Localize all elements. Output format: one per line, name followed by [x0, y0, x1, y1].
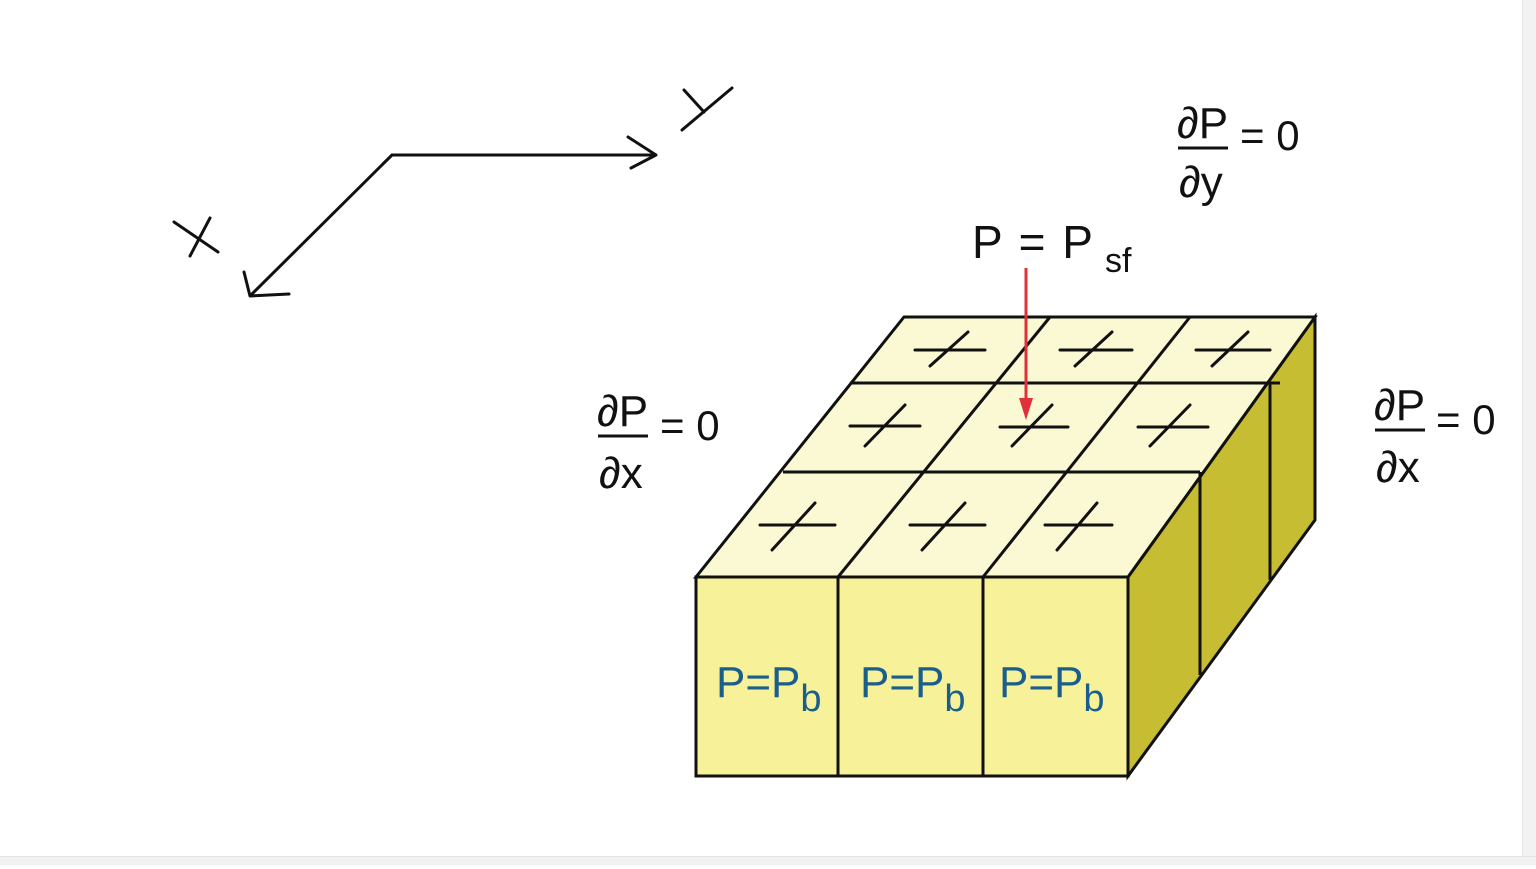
block-front-face — [694, 575, 1130, 778]
cell-mark — [1058, 330, 1134, 368]
bc-dp-dx-right-equals: = 0 — [1436, 396, 1496, 443]
bc-dp-dy-numerator: ∂P — [1177, 99, 1228, 148]
bottom-cell-label-3: P=Pb — [999, 658, 1105, 720]
bottom-cell-label-1: P=Pb — [716, 658, 822, 720]
bc-dp-dx-right-denominator: ∂x — [1376, 443, 1420, 492]
cell-mark — [1136, 403, 1210, 448]
top-col-line-1 — [836, 316, 1052, 578]
window-right-edge — [1522, 0, 1536, 864]
cell-center-marks — [758, 330, 1272, 552]
cell-mark — [758, 501, 837, 552]
x-axis-glyph — [172, 216, 220, 258]
bc-dp-dx-right-numerator: ∂P — [1374, 381, 1425, 430]
arrow-head — [1019, 398, 1033, 420]
y-axis-glyph — [680, 86, 734, 132]
cell-mark — [1043, 501, 1114, 552]
bc-dp-dx-left-numerator: ∂P — [597, 387, 648, 436]
cell-mark — [913, 330, 987, 368]
cell-mark — [848, 403, 922, 448]
cell-mark — [908, 501, 987, 552]
window-bottom-edge — [0, 856, 1536, 865]
bc-dp-dy: ∂P ∂y = 0 — [1177, 99, 1300, 207]
bc-dp-dx-right: ∂P ∂x = 0 — [1374, 381, 1496, 492]
bc-dp-dx-left-equals: = 0 — [660, 402, 720, 449]
bc-dp-dx-left-denominator: ∂x — [599, 449, 643, 498]
y-axis-arrow — [390, 135, 658, 170]
top-col-line-2 — [981, 316, 1192, 578]
bottom-cell-label-2: P=Pb — [860, 658, 966, 720]
axis-indicator — [172, 86, 734, 298]
grid-lines — [783, 316, 1280, 776]
bc-dp-dx-left: ∂P ∂x = 0 — [597, 387, 720, 498]
cell-mark — [998, 403, 1070, 448]
bc-dp-dy-equals: = 0 — [1240, 112, 1300, 159]
top-boundary-label: P = P sf — [972, 216, 1132, 280]
cell-mark — [1194, 330, 1272, 368]
bc-dp-dy-denominator: ∂y — [1179, 158, 1223, 207]
boundary-arrow — [1019, 268, 1033, 420]
x-axis-arrow — [242, 153, 394, 298]
